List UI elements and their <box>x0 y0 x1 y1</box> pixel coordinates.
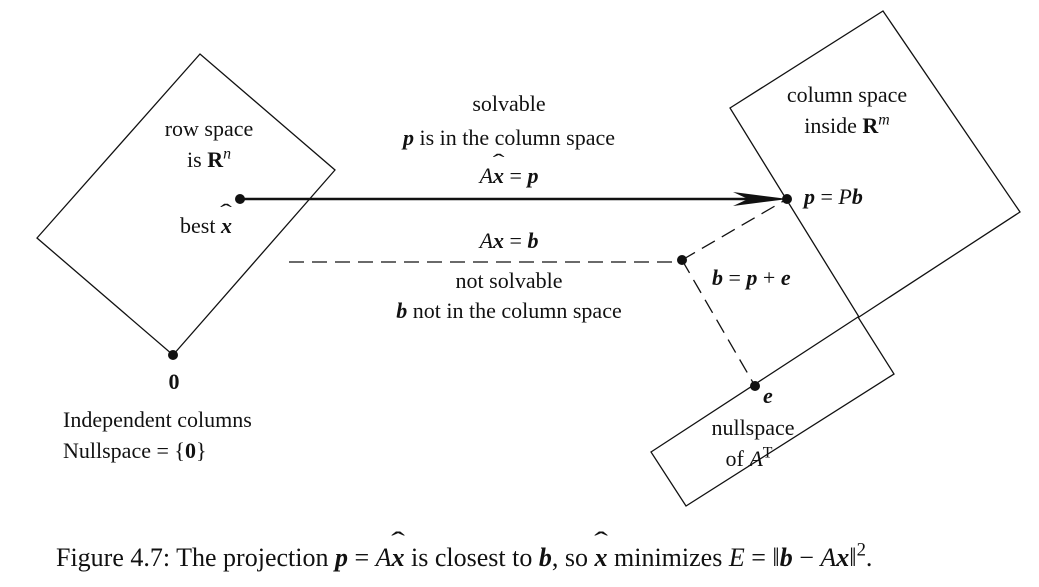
b-to-p-dashed-line <box>681 198 788 261</box>
left-nullspace-rectangle <box>650 316 895 507</box>
p-equals-pb-label: p = Pb <box>804 184 863 209</box>
not-solvable-description: b not in the column space <box>396 298 622 323</box>
best-x-point <box>235 194 245 204</box>
p-point <box>782 194 792 204</box>
zero-label: 0 <box>168 369 180 394</box>
not-solvable-equation: Ax = b <box>479 228 539 253</box>
left-nullspace-label: nullspace <box>711 415 795 440</box>
left-nullspace-of-AT: of AT <box>725 444 773 471</box>
column-space-rectangle <box>729 10 1021 318</box>
zero-point <box>168 350 178 360</box>
solvable-description: p is in the column space <box>402 125 616 150</box>
column-space-dimension: inside Rm <box>804 111 890 138</box>
best-x-label: best x <box>180 213 232 239</box>
row-space-diamond <box>36 53 336 356</box>
not-solvable-label: not solvable <box>455 268 563 293</box>
b-to-e-dashed-line <box>681 259 756 387</box>
nullspace-zero-label: Nullspace = {0} <box>63 438 207 463</box>
e-point <box>750 381 760 391</box>
e-label: e <box>763 383 773 408</box>
row-space-dimension: is Rn <box>187 145 231 172</box>
solvable-equation: Ax = p <box>480 163 539 189</box>
projection-arrowhead <box>733 192 788 206</box>
independent-columns-label: Independent columns <box>63 407 252 432</box>
figure-caption: Figure 4.7: The projection p = Ax is clo… <box>56 541 872 574</box>
row-space-label: row space <box>164 116 254 141</box>
column-space-label: column space <box>786 82 908 107</box>
solvable-label: solvable <box>472 91 546 116</box>
b-point <box>677 255 687 265</box>
b-equals-p-plus-e-label: b = p + e <box>712 265 791 290</box>
